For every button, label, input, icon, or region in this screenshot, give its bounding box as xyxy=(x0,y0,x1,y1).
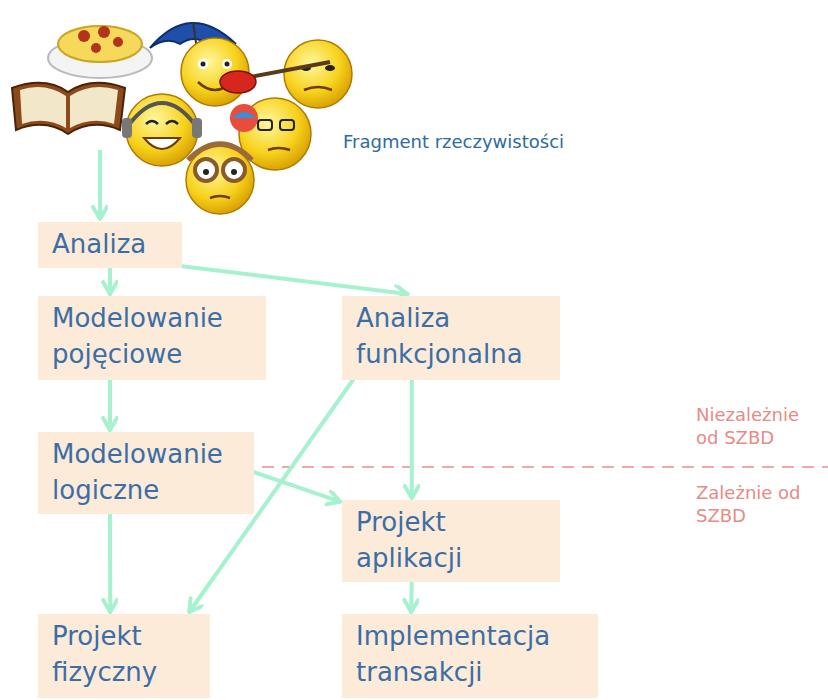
input-arrow xyxy=(98,150,102,219)
box-text: Modelowanie pojęciowe xyxy=(52,300,252,372)
box-text: Modelowanie logiczne xyxy=(52,436,240,508)
box-text: Implementacja transakcji xyxy=(356,618,584,690)
book xyxy=(12,83,125,134)
flow-arrow xyxy=(108,268,112,294)
process-box: Modelowanie pojęciowe xyxy=(38,296,266,380)
spaghetti-plate xyxy=(48,26,152,78)
flow-arrow xyxy=(108,514,112,612)
box-text: Projekt fizyczny xyxy=(52,618,196,690)
note-label: Zależnie od SZBD xyxy=(696,482,801,526)
smiley-faces xyxy=(122,38,352,214)
process-box: Implementacja transakcji xyxy=(342,614,598,698)
flow-arrow xyxy=(182,266,407,294)
note-label: Fragment rzeczywistości xyxy=(343,131,564,152)
note-label: Niezależnie od SZBD xyxy=(696,404,799,448)
box-text: Analiza xyxy=(52,226,168,262)
box-text: Projekt aplikacji xyxy=(356,504,546,576)
flow-arrow xyxy=(254,472,340,501)
process-box: Analiza funkcjonalna xyxy=(342,296,560,380)
process-box: Projekt aplikacji xyxy=(342,500,560,582)
flow-arrow xyxy=(108,380,112,430)
box-text: Analiza funkcjonalna xyxy=(356,300,546,372)
process-box: Modelowanie logiczne xyxy=(38,432,254,514)
flow-arrow xyxy=(410,380,414,498)
process-box: Analiza xyxy=(38,222,182,268)
flow-arrow xyxy=(409,582,414,612)
dbms-boundary xyxy=(262,466,828,468)
guitar xyxy=(220,62,330,93)
process-box: Projekt fizyczny xyxy=(38,614,210,698)
